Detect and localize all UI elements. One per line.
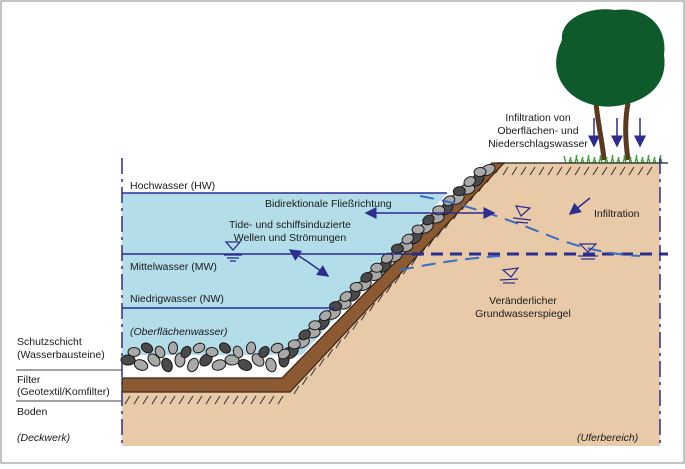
- infiltration-rain-line1: Infiltration von: [505, 112, 571, 124]
- armour-stones: [120, 163, 496, 373]
- nw-label: Niedrigwasser (NW): [130, 293, 224, 305]
- soil-layer-label: Boden: [17, 406, 48, 418]
- infiltration-rain-line2: Oberflächen- und: [497, 125, 578, 137]
- groundwater-symbol-mw: [578, 243, 598, 260]
- groundwater-symbol-lower: [499, 267, 520, 284]
- soil-hatching: [124, 164, 653, 405]
- infiltration-rain-line3: Niederschlagswasser: [488, 138, 588, 150]
- filter-layer-line1: Filter: [17, 374, 41, 386]
- groundwater-curve-lower: [399, 255, 501, 271]
- groundwater-label-line2: Grundwasserspiegel: [475, 308, 571, 320]
- waves-label-line1: Tide- und schiffsinduzierte: [229, 219, 351, 231]
- groundwater-symbol-upper: [512, 205, 532, 224]
- flow-arrows: [288, 118, 646, 277]
- infiltration-label: Infiltration: [594, 208, 640, 220]
- waves-label-line2: Wellen und Strömungen: [234, 232, 347, 244]
- mw-label: Mittelwasser (MW): [130, 261, 217, 273]
- protection-layer-line1: Schutzschicht: [17, 336, 82, 348]
- infiltration-arrow: [568, 197, 591, 215]
- filter-layer-line2: (Geotextil/Komfilter): [17, 386, 110, 398]
- tree: [556, 9, 665, 161]
- protection-layer-line2: (Wasserbausteine): [17, 349, 105, 361]
- flow-bidirectional-label: Bidirektionale Fließrichtung: [265, 198, 392, 210]
- bank-area-label: (Uferbereich): [577, 432, 638, 444]
- water-body: [122, 193, 447, 355]
- hw-label: Hochwasser (HW): [130, 180, 215, 192]
- groundwater-curve: [419, 195, 641, 257]
- surface-water-label: (Oberflächenwasser): [130, 326, 227, 338]
- wave-arrow-down: [307, 261, 330, 277]
- wave-arrow-up: [288, 249, 309, 263]
- groundwater-label-line1: Veränderlicher: [489, 295, 557, 307]
- grass: [563, 154, 663, 164]
- soil-body: [122, 163, 660, 446]
- water-level-symbol: [224, 241, 242, 262]
- revetment-label: (Deckwerk): [17, 432, 70, 444]
